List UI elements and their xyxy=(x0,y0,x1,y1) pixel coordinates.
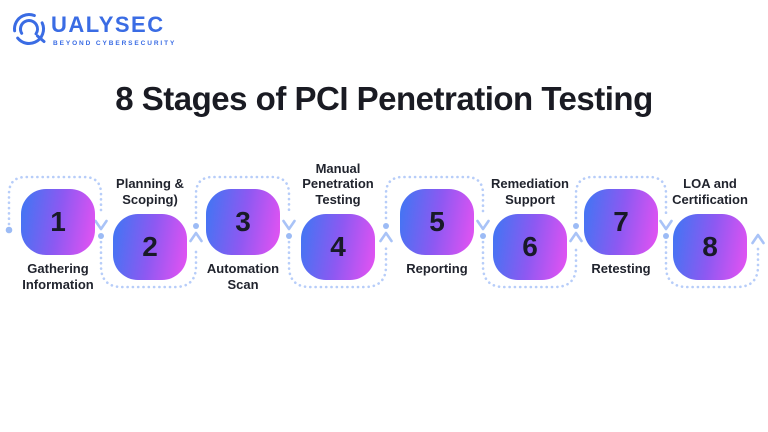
stage-4-label: Manual Penetration Testing xyxy=(302,160,374,207)
stage-3-number: 3 xyxy=(235,206,251,237)
stage-4-number: 4 xyxy=(330,231,346,262)
page-title: 8 Stages of PCI Penetration Testing xyxy=(115,80,653,117)
stage-5-badge: 5 xyxy=(400,189,474,255)
stage-1-badge: 1 xyxy=(21,189,95,255)
stage-7-badge: 7 xyxy=(584,189,658,255)
stage-4: 4 Manual Penetration Testing xyxy=(286,155,390,305)
stage-8: 8 LOA and Certification xyxy=(658,155,762,305)
stage-4-badge: 4 xyxy=(301,214,375,280)
stage-2-label: Planning & Scoping) xyxy=(116,176,184,207)
qualysec-logo: UALYSEC BEYOND CYBERSECURITY xyxy=(10,10,176,48)
stage-5: 5 Reporting xyxy=(385,155,489,305)
stage-1-label: Gathering Information xyxy=(22,261,94,292)
stage-2: 2 Planning & Scoping) xyxy=(98,155,202,305)
logo-tagline: BEYOND CYBERSECURITY xyxy=(53,40,177,47)
qualysec-q-icon xyxy=(13,13,46,45)
stage-7-number: 7 xyxy=(613,206,629,237)
stage-3-badge: 3 xyxy=(206,189,280,255)
stage-6-number: 6 xyxy=(522,231,538,262)
stage-5-number: 5 xyxy=(429,206,445,237)
stage-2-number: 2 xyxy=(142,231,158,262)
stage-1-number: 1 xyxy=(50,206,66,237)
stage-3: 3 Automation Scan xyxy=(191,155,295,305)
stage-1: 1 Gathering Information xyxy=(6,155,110,305)
stage-6-badge: 6 xyxy=(493,214,567,280)
stage-7: 7 Retesting xyxy=(569,155,673,305)
stage-6: 6 Remediation Support xyxy=(478,155,582,305)
stage-8-number: 8 xyxy=(702,231,718,262)
logo-brand-text: UALYSEC xyxy=(51,12,165,37)
stage-5-label: Reporting xyxy=(406,261,468,276)
stage-2-badge: 2 xyxy=(113,214,187,280)
stage-8-badge: 8 xyxy=(673,214,747,280)
stage-6-label: Remediation Support xyxy=(490,176,569,207)
stage-3-label: Automation Scan xyxy=(206,261,280,292)
stage-7-label: Retesting xyxy=(591,261,651,276)
stage-8-label: LOA and Certification xyxy=(672,176,748,207)
